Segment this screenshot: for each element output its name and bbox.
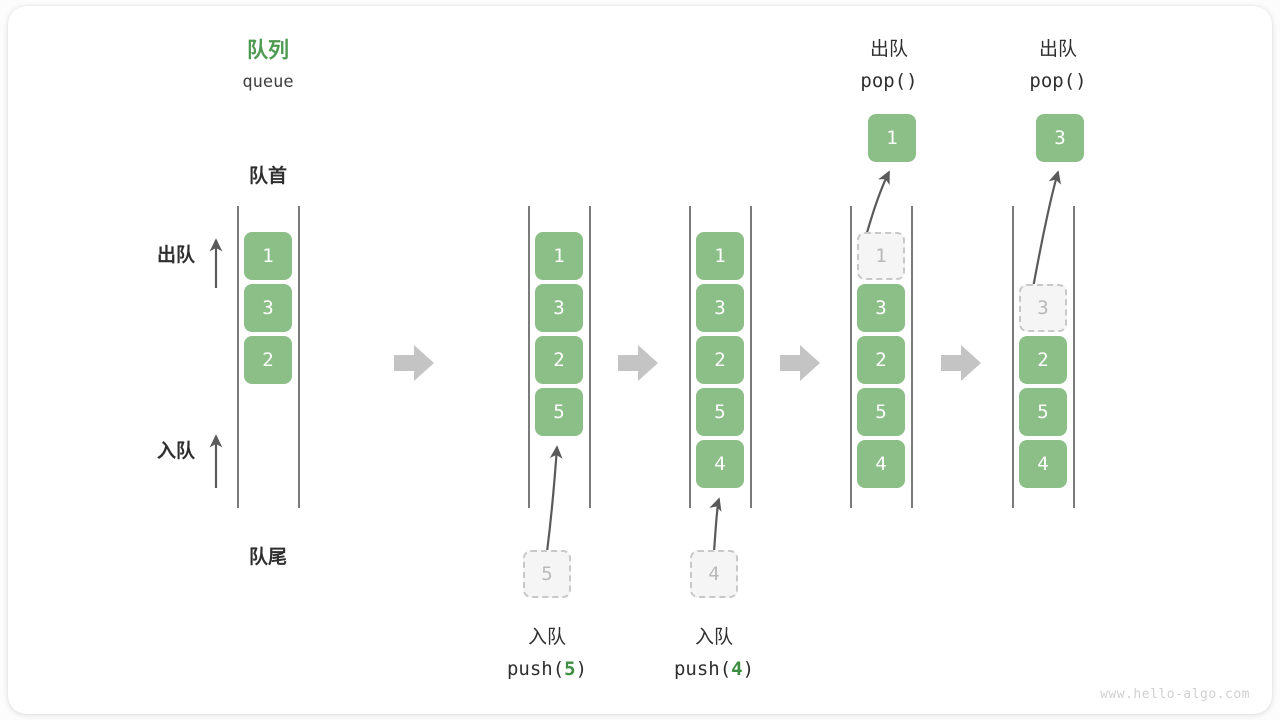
queue-cell: 2 bbox=[244, 336, 292, 384]
queue-cell: 5 bbox=[696, 388, 744, 436]
queue-cell: 1 bbox=[244, 232, 292, 280]
pending-push-cell: 5 bbox=[523, 550, 571, 598]
step-arrow-1 bbox=[394, 345, 434, 381]
pop-3-arrow bbox=[1031, 170, 1061, 289]
push-4-code-value: 4 bbox=[731, 658, 743, 680]
queue-cell: 2 bbox=[1019, 336, 1067, 384]
watermark: www.hello-algo.com bbox=[1100, 687, 1250, 702]
pop-1-arrow bbox=[864, 170, 890, 237]
push-5-code-prefix: push( bbox=[506, 658, 565, 680]
queue-cell-empty bbox=[1019, 232, 1067, 280]
stage-push-5-caption-cn: 入队 bbox=[527, 627, 567, 648]
step-arrow-4 bbox=[941, 345, 981, 381]
page-title-cn: 队列 bbox=[247, 39, 289, 62]
enqueue-side-label: 入队 bbox=[156, 441, 196, 462]
queue-cell: 5 bbox=[535, 388, 583, 436]
queue-cell: 5 bbox=[1019, 388, 1067, 436]
queue-cell: 4 bbox=[1019, 440, 1067, 488]
pop-3-code-suffix: ) bbox=[1075, 70, 1087, 92]
queue-cell: 1 bbox=[696, 232, 744, 280]
queue-cell: 1 bbox=[535, 232, 583, 280]
stage-push-5-caption-code: push(5) bbox=[507, 658, 587, 680]
stage-pop-3-caption-code: pop() bbox=[1029, 70, 1086, 92]
popped-cell: 3 bbox=[1036, 114, 1084, 162]
queue-cell: 1 bbox=[857, 232, 905, 280]
stage-pop-3-caption-cn: 出队 bbox=[1038, 39, 1078, 60]
popped-cell: 1 bbox=[868, 114, 916, 162]
stage-push-4-caption-cn: 入队 bbox=[694, 627, 734, 648]
queue-cell: 4 bbox=[857, 440, 905, 488]
queue-cell: 3 bbox=[244, 284, 292, 332]
front-label: 队首 bbox=[248, 166, 288, 187]
queue-cell: 4 bbox=[696, 440, 744, 488]
queue-cell: 3 bbox=[696, 284, 744, 332]
rear-label: 队尾 bbox=[248, 547, 288, 568]
push-4-code-prefix: push( bbox=[673, 658, 732, 680]
push-5-code-suffix: ) bbox=[575, 658, 588, 680]
queue-cell: 5 bbox=[857, 388, 905, 436]
push-5-code-value: 5 bbox=[564, 658, 576, 680]
queue-cell: 3 bbox=[857, 284, 905, 332]
queue-cell: 2 bbox=[696, 336, 744, 384]
dequeue-side-label: 出队 bbox=[156, 245, 196, 266]
stage-push-4-caption-code: push(4) bbox=[674, 658, 754, 680]
pop-1-code-prefix: pop( bbox=[860, 70, 907, 92]
queue-cell: 3 bbox=[1019, 284, 1067, 332]
queue-cell: 2 bbox=[535, 336, 583, 384]
queue-cell: 3 bbox=[535, 284, 583, 332]
push-5-arrow bbox=[545, 445, 563, 553]
pending-push-cell: 4 bbox=[690, 550, 738, 598]
queue-rails bbox=[237, 206, 1075, 508]
stage-pop-1-caption-code: pop() bbox=[860, 70, 917, 92]
step-arrow-2 bbox=[618, 345, 658, 381]
page-title-en: queue bbox=[242, 72, 294, 92]
push-4-arrow bbox=[709, 497, 722, 553]
pop-3-code-prefix: pop( bbox=[1029, 70, 1076, 92]
push-4-code-suffix: ) bbox=[742, 658, 755, 680]
stage-pop-1-caption-cn: 出队 bbox=[869, 39, 909, 60]
pop-1-code-suffix: ) bbox=[906, 70, 918, 92]
step-arrow-3 bbox=[780, 345, 820, 381]
queue-cell: 2 bbox=[857, 336, 905, 384]
